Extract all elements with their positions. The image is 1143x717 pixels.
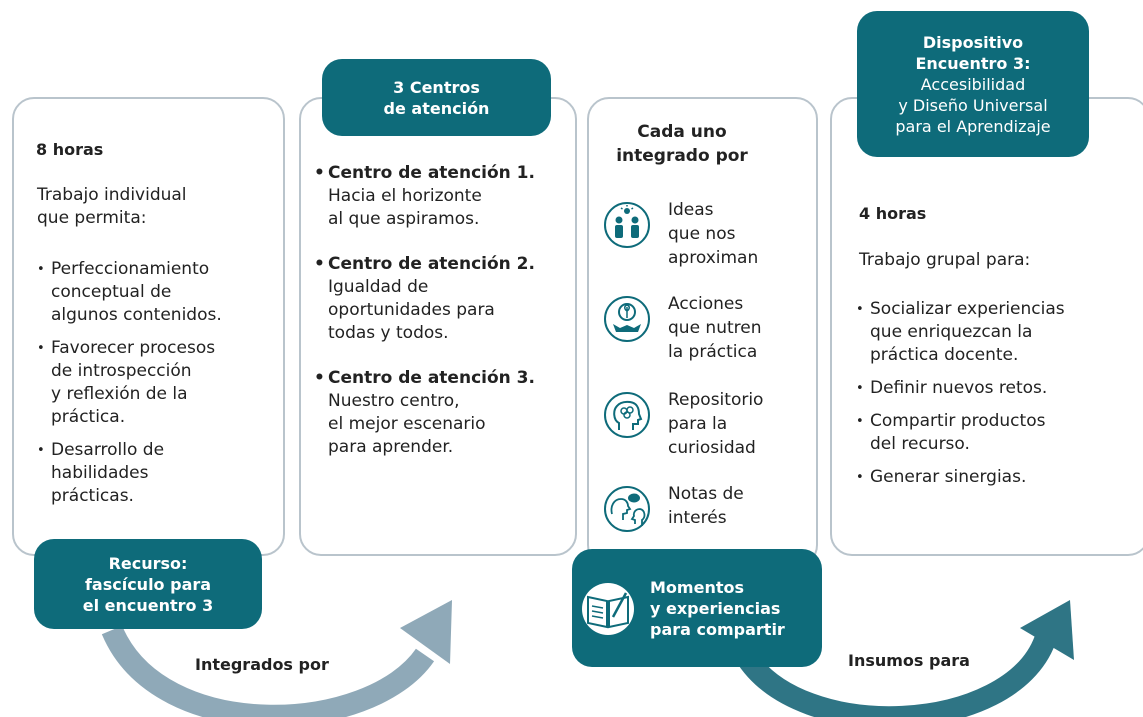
hours-individual: 8 horas — [36, 140, 104, 159]
insumos-label: Insumos para — [848, 651, 970, 670]
book-pencil-icon — [582, 583, 634, 635]
centro-item: Centro de atención 1. Hacia el horizonte… — [314, 162, 569, 231]
integrado-title: Cada uno integrado por — [616, 122, 748, 166]
dispositivo-tab: Dispositivo Encuentro 3: Accesibilidad y… — [857, 11, 1089, 157]
chat-heads-icon — [604, 486, 650, 532]
hands-plant-icon — [604, 296, 650, 342]
integrados-label: Integrados por — [195, 655, 329, 674]
centro-item: Centro de atención 3. Nuestro centro,el … — [314, 367, 569, 459]
people-ideas-icon — [604, 202, 650, 248]
head-brain-icon — [604, 392, 650, 438]
hours-grupal: 4 horas — [859, 204, 927, 223]
resource-tab: Recurso: fascículo para el encuentro 3 — [34, 539, 262, 629]
bullet-item: Definir nuevos retos. — [856, 377, 1136, 400]
centros-list: Centro de atención 1. Hacia el horizonte… — [314, 162, 569, 481]
intro-individual: Trabajo individual que permita: — [37, 185, 187, 228]
integrados-arrowhead — [400, 600, 452, 664]
integrados-arrow — [101, 625, 435, 717]
bullet-item: Generar sinergias. — [856, 466, 1136, 489]
insumos-arrowhead — [1020, 600, 1074, 660]
intro-grupal: Trabajo grupal para: — [859, 250, 1031, 270]
centro-item: Centro de atención 2. Igualdad deoportun… — [314, 253, 569, 345]
centros-tab: 3 Centros de atención — [322, 59, 551, 136]
